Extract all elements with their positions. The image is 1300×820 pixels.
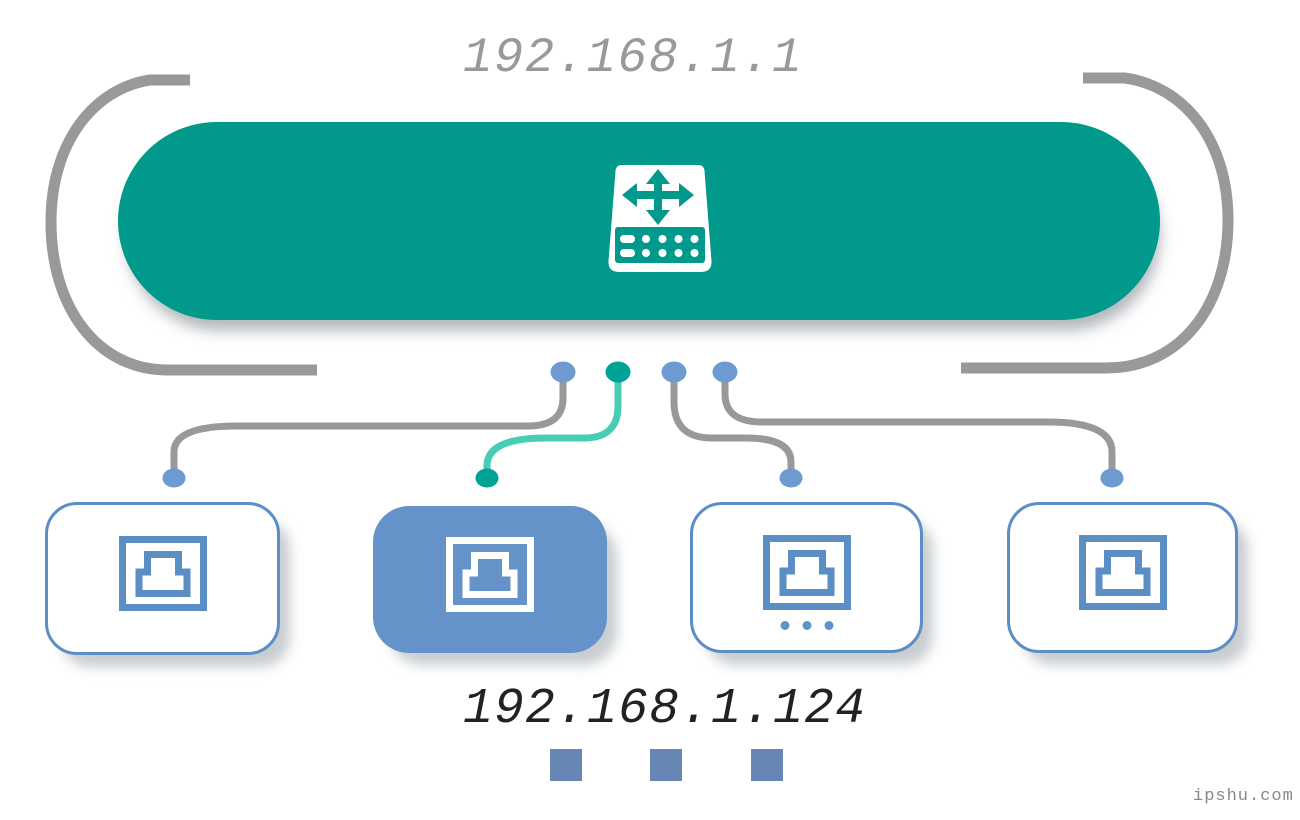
more-ports-ellipsis-icon xyxy=(780,621,833,630)
ellipsis-squares xyxy=(0,749,1300,781)
ethernet-port-icon xyxy=(1079,535,1167,610)
router-port-dot-1 xyxy=(550,361,576,383)
switch-arrows-icon xyxy=(622,169,694,225)
device-dot-1 xyxy=(162,468,186,488)
ethernet-port-icon xyxy=(119,536,207,611)
router-port-dot-3 xyxy=(661,361,687,383)
ellipsis-square xyxy=(751,749,783,781)
watermark: ipshu.com xyxy=(1193,787,1294,806)
ethernet-port-icon xyxy=(446,537,534,612)
ellipsis-square xyxy=(650,749,682,781)
router-port-dot-2-active xyxy=(605,361,631,383)
ethernet-port-icon xyxy=(763,535,851,610)
device-dot-3 xyxy=(779,468,803,488)
switch-panel-leds xyxy=(620,235,699,257)
router-ip-label: 192.168.1.1 xyxy=(463,30,803,86)
link-line-4 xyxy=(721,376,1116,474)
switch-front-panel xyxy=(615,227,705,263)
port-node-4 xyxy=(1007,502,1238,653)
port-node-1 xyxy=(45,502,280,655)
device-dot-2-active xyxy=(475,468,499,488)
router-port-dot-4 xyxy=(712,361,738,383)
ellipsis-square xyxy=(550,749,582,781)
right-bracket-arc xyxy=(961,72,1234,374)
link-line-3 xyxy=(670,376,795,474)
link-line-2-active xyxy=(483,376,622,474)
left-bracket-arc xyxy=(45,74,317,376)
network-switch-icon xyxy=(608,165,712,272)
link-line-1 xyxy=(170,376,567,474)
port-node-3 xyxy=(690,502,923,653)
device-dot-4 xyxy=(1100,468,1124,488)
device-ip-label: 192.168.1.124 xyxy=(462,681,867,738)
port-node-2-selected xyxy=(373,506,607,653)
